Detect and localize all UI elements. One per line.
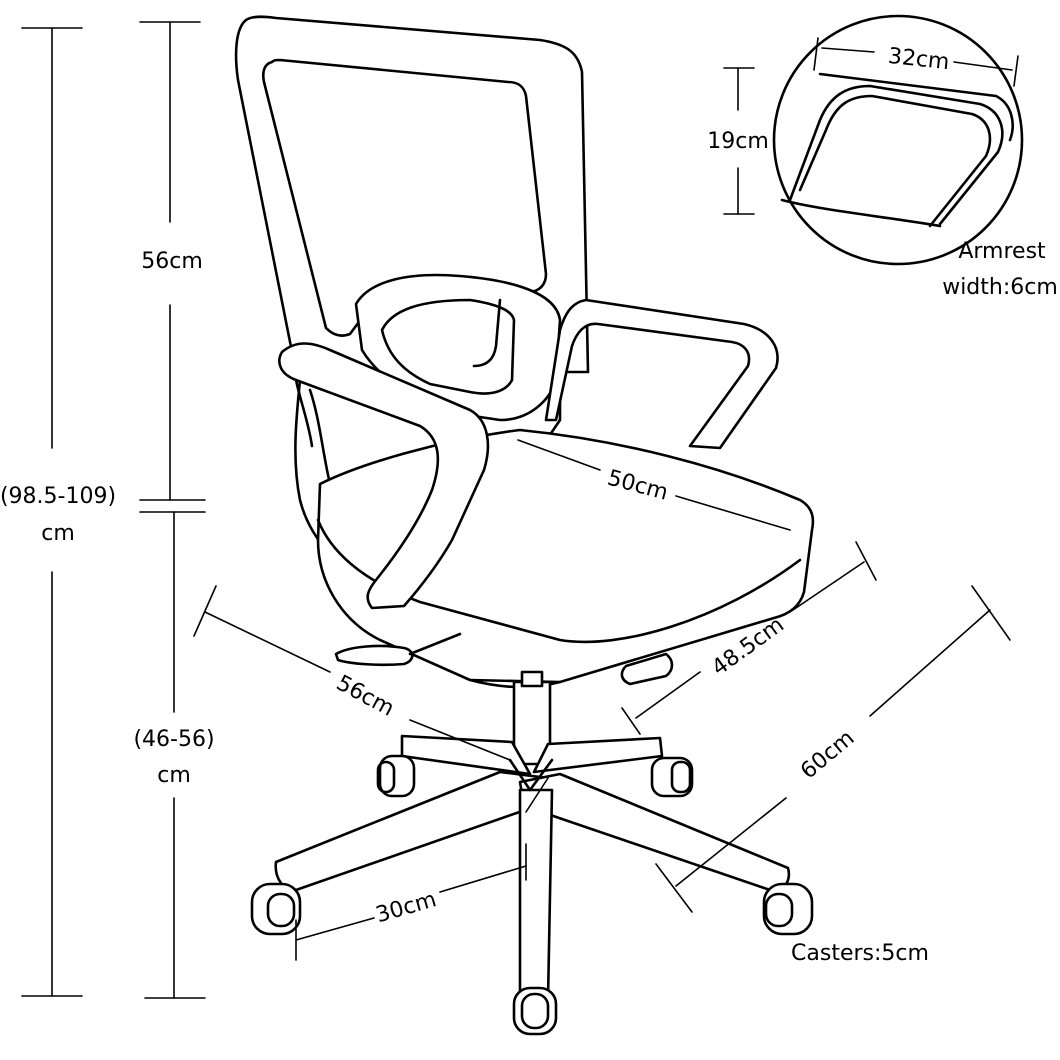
seat-height-dimension <box>139 511 206 999</box>
armrest-width-line1: Armrest <box>958 239 1046 264</box>
height-lever <box>334 632 462 667</box>
base-diameter-dimension <box>655 585 1011 913</box>
armrest-detail-inset <box>723 14 1024 266</box>
seat-depth-dimension <box>621 541 877 735</box>
base-leg-label: 30cm <box>373 887 439 928</box>
backrest-height-label: 56cm <box>141 249 203 274</box>
caster-front-left <box>376 754 416 798</box>
total-height-value: (98.5-109) <box>0 484 116 509</box>
right-armrest <box>544 298 779 450</box>
left-armrest <box>278 342 490 610</box>
seat-height-value: (46-56) <box>133 727 214 752</box>
chair-base <box>274 734 791 1009</box>
armrest-width-line2: width:6cm <box>942 275 1058 300</box>
backrest-height-dimension <box>139 21 206 501</box>
caster-back <box>512 986 558 1036</box>
base-leg-dimension <box>295 777 549 961</box>
overall-width-label: 56cm <box>332 671 398 722</box>
overall-width-dimension <box>193 585 511 761</box>
caster-left <box>250 882 302 936</box>
armrest-height-label: 19cm <box>707 129 769 154</box>
casters-label: Casters:5cm <box>791 941 929 966</box>
caster-front-right <box>650 756 694 798</box>
total-height-unit: cm <box>41 521 75 546</box>
seat-height-unit: cm <box>157 763 191 788</box>
caster-right <box>762 882 814 936</box>
total-height-dimension <box>21 27 83 997</box>
base-diameter-label: 60cm <box>796 726 859 785</box>
seat-width-dimension <box>517 439 791 531</box>
